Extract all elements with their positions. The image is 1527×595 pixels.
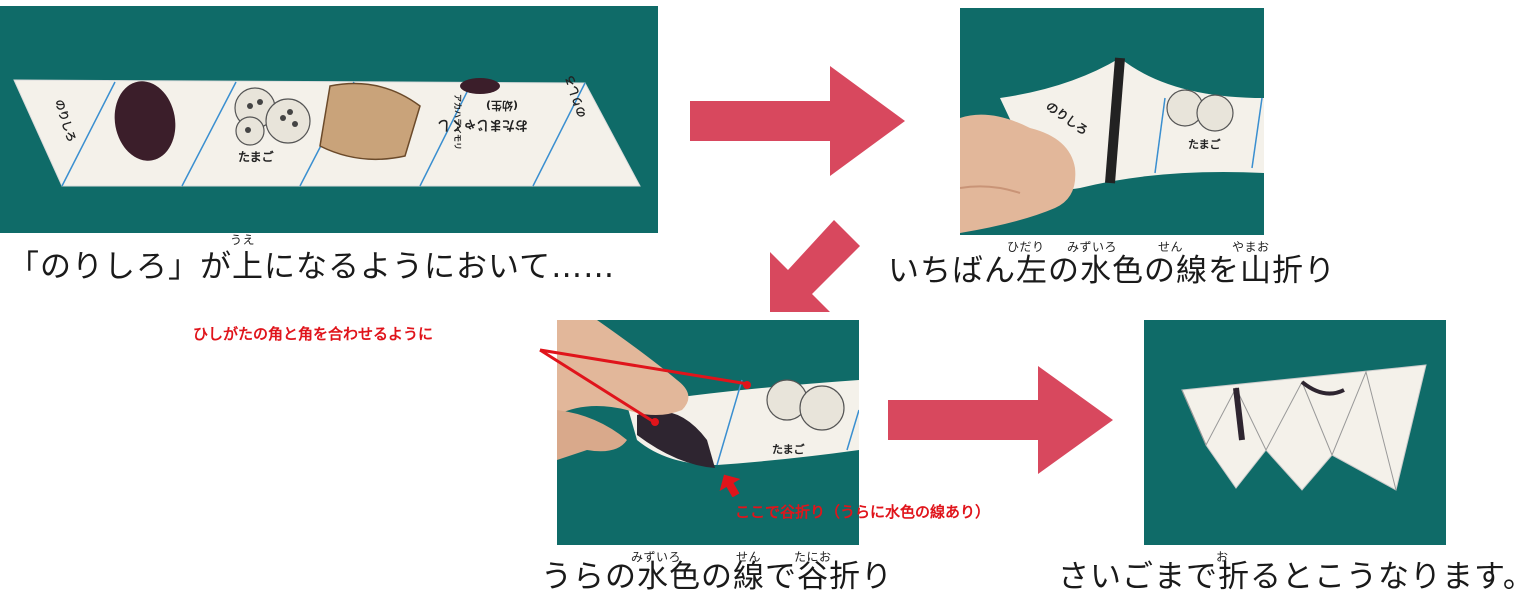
right-arrow-icon [888, 366, 1113, 474]
up-arrow-icon [719, 474, 741, 497]
step2-ruby-left: ひだり [1007, 240, 1045, 254]
step3-photo: たまご [557, 320, 859, 545]
step2-ruby-yamaori: やまお [1232, 240, 1270, 254]
step4-photo [1144, 320, 1446, 545]
step2-photo: のりしろ たまご [960, 8, 1264, 235]
note-match-corners: ひしがたの角と角を合わせるように [193, 325, 434, 343]
step3-caption: うらの水色の線で谷折り [541, 559, 893, 595]
pointer-lines [539, 348, 749, 424]
step4-ruby: お [1216, 550, 1229, 564]
note-valley-fold-here: ここで谷折り（うらに水色の線あり） [735, 503, 991, 521]
step3-ruby-mizuiro: みずいろ [631, 550, 682, 564]
step1-photo: のりしろ たまご おたまじゃくし (幼生) アカハライモリ のりしろ [0, 6, 658, 233]
step1-caption: 「のりしろ」が上になるようにおいて…… [8, 249, 616, 285]
step3-ruby-sen: せん [736, 550, 762, 564]
right-arrow-icon [690, 66, 905, 176]
step3-ruby-tanio: たにお [794, 550, 832, 564]
step2-caption: いちばん左の水色の線を山折り [888, 253, 1336, 289]
step4-caption: さいごまで折るとこうなります。 [1058, 559, 1527, 595]
down-left-arrow-icon [770, 220, 860, 312]
step2-ruby-mizuiro: みずいろ [1067, 240, 1118, 254]
step1-ruby: うえ [230, 233, 256, 247]
step2-ruby-sen: せん [1158, 240, 1184, 254]
